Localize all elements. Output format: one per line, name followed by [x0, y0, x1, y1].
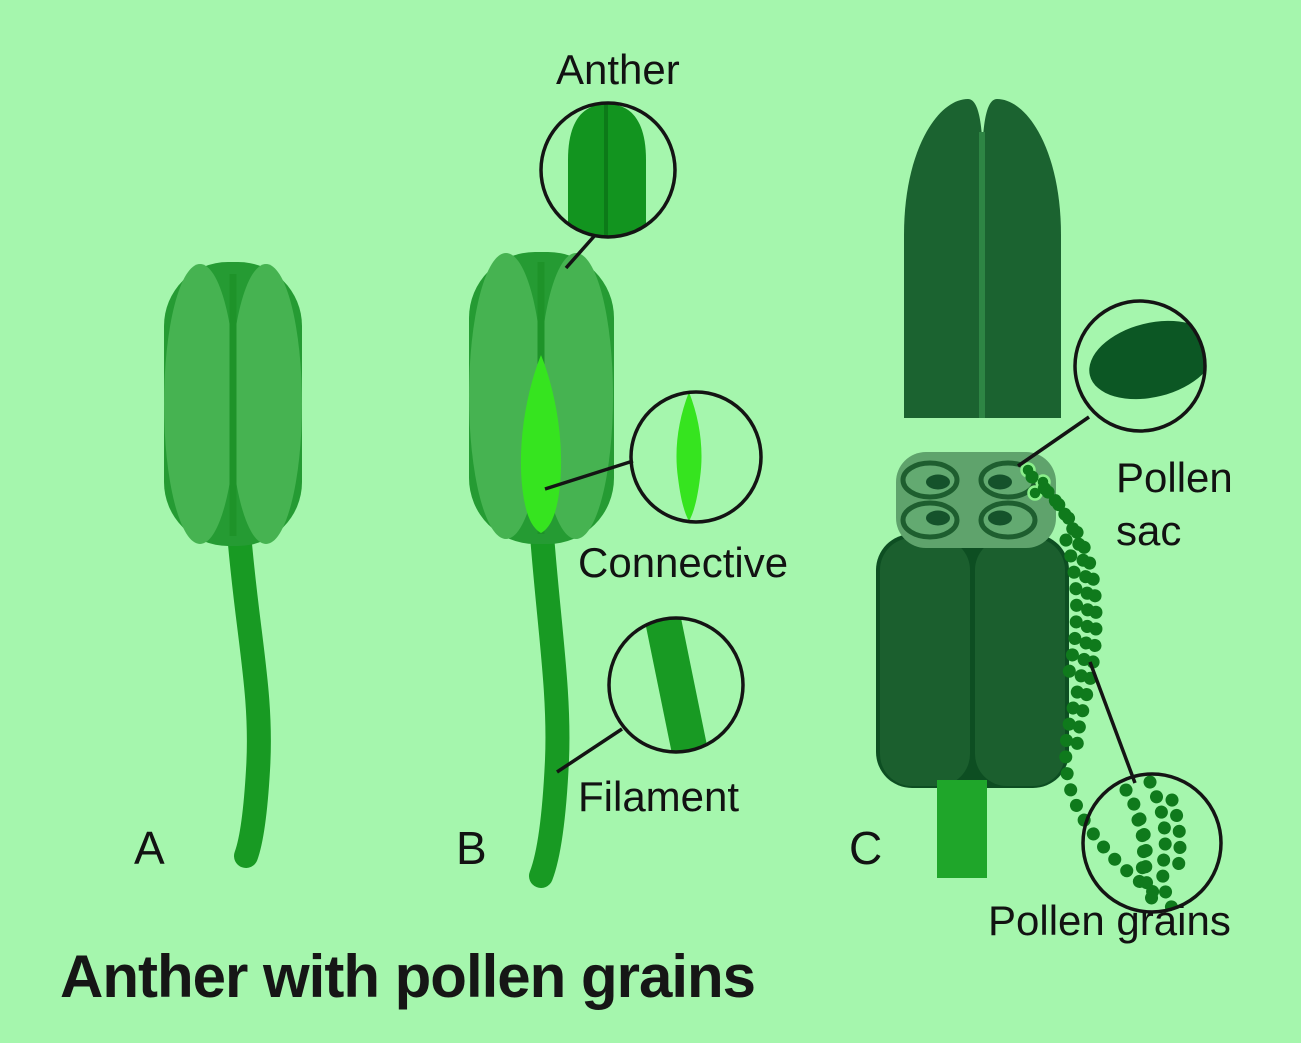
- figure-c-top-left-lobe: [904, 99, 983, 418]
- figure-b-filament: [529, 510, 570, 888]
- label-filament: Filament: [578, 773, 740, 820]
- figure-a-stamen: [164, 262, 302, 868]
- figure-c-top-vein: [979, 132, 985, 418]
- label-anther: Anther: [556, 46, 680, 93]
- pollen-grains-cluster: [1119, 775, 1187, 912]
- pollen-sac-ring-core: [988, 474, 1012, 490]
- figure-c-anther-section: [876, 97, 1069, 878]
- pollen-sac-callout-line: [1017, 415, 1090, 468]
- connective-shape: [676, 392, 702, 521]
- figure-c-top-notch: [972, 97, 992, 109]
- figure-a-anther-right-lobe: [230, 264, 302, 544]
- pollen-grains-magnifier-circle: [1081, 772, 1223, 914]
- filament-callout-line: [556, 727, 623, 774]
- callout-lines: [544, 231, 1137, 784]
- diagram-title: Anther with pollen grains: [60, 943, 756, 1010]
- figure-c-lower-right-lobe: [975, 538, 1065, 786]
- connective-magnifier-circle: [629, 390, 763, 524]
- pollen-cluster-strand: [1131, 813, 1150, 889]
- filament-magnifier: [607, 616, 745, 754]
- label-pollen-grains: Pollen grains: [988, 897, 1231, 944]
- figure-c-lower-left-lobe: [880, 538, 970, 786]
- pollen-grains-magnifier: [1081, 772, 1223, 914]
- pollen-cluster-strand: [1165, 793, 1187, 875]
- connective-magnifier: [629, 390, 763, 524]
- filament-section-shape: [643, 618, 710, 752]
- pollen-grain-trail: [1020, 462, 1163, 901]
- pollen-grains-callout-line: [1088, 661, 1137, 784]
- pollen-sac-magnifier: [1073, 299, 1207, 433]
- pollen-sac-shape: [1089, 320, 1205, 400]
- figure-c-top-right-lobe: [982, 99, 1061, 418]
- connective-callout-line: [544, 459, 634, 491]
- pollen-trail-strand: [1041, 485, 1103, 765]
- pollen-sac-magnifier-circle: [1073, 299, 1207, 433]
- pollen-sac-ring-core: [988, 510, 1012, 526]
- figure-a-anther-left-lobe: [164, 264, 236, 544]
- label-pollen-sac: Pollen sac: [1116, 454, 1233, 554]
- pollen-sac-ring-core: [926, 474, 950, 490]
- pollen-sac-ring-core: [926, 510, 950, 526]
- figure-c-filament-stub: [937, 780, 987, 878]
- figure-c-letter: C: [849, 822, 883, 874]
- anther-callout-line: [564, 231, 599, 270]
- pollen-trail-strand: [1059, 533, 1084, 685]
- anther-tip-seam: [604, 104, 608, 237]
- label-connective: Connective: [578, 539, 789, 586]
- figure-c-pollen-sac-rings: [900, 460, 1038, 540]
- anther-magnifier: [539, 101, 677, 239]
- figure-a-filament: [226, 508, 271, 868]
- figure-a-letter: A: [134, 822, 165, 874]
- pollen-cluster-strand: [1143, 775, 1179, 912]
- anther-magnifier-circle: [539, 101, 677, 239]
- filament-magnifier-circle: [607, 616, 745, 754]
- figure-b-letter: B: [456, 822, 487, 874]
